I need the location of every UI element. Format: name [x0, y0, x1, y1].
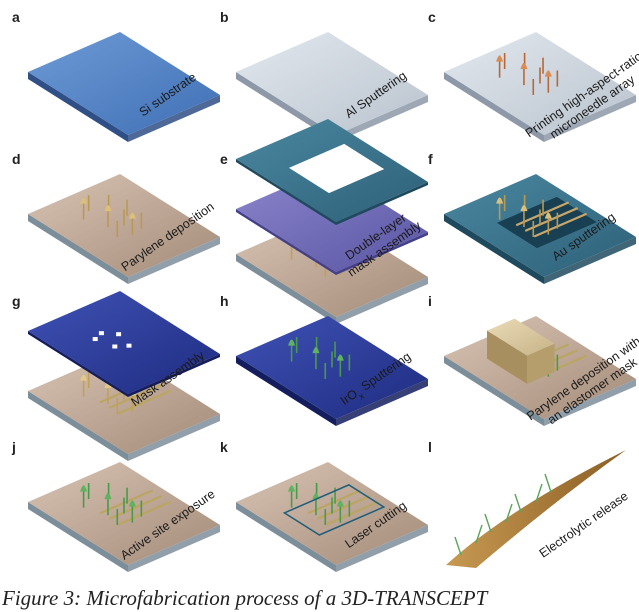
microneedle-tip [104, 493, 112, 500]
slab-side [444, 356, 544, 426]
slab-side [236, 254, 336, 324]
microneedle-tip [336, 354, 344, 361]
panel-b: bAl Sputtering [220, 9, 428, 142]
slab-front [128, 525, 220, 572]
slab-side [28, 502, 128, 572]
released-needle [505, 503, 513, 523]
released-needle [484, 513, 492, 533]
slab-front [336, 95, 428, 142]
panel-letter: k [220, 439, 228, 455]
panel-letter: d [12, 151, 21, 167]
microneedle-tip [288, 485, 296, 492]
mask-edge [336, 232, 428, 275]
electrode-trace [325, 500, 380, 526]
slab-side [28, 214, 128, 284]
panel-letter: j [11, 439, 16, 455]
microneedle-tip [288, 339, 296, 346]
slab-top [28, 32, 220, 135]
mask-window [289, 143, 385, 194]
slab-side [236, 356, 336, 426]
slab-side [236, 502, 336, 572]
slab-front [128, 237, 220, 284]
microneedle-tip [496, 197, 504, 204]
mask-hole [126, 343, 132, 348]
electrode-trace [533, 212, 588, 238]
slab-front [128, 414, 220, 461]
panel-f: fAu sputtering [428, 151, 636, 284]
slab-front [128, 95, 220, 142]
microneedle-tip [80, 197, 88, 204]
slab-front [336, 379, 428, 426]
panel-letter: h [220, 293, 229, 309]
elastomer-mask [487, 318, 555, 356]
microneedle-tip [496, 55, 504, 62]
slab-top [236, 32, 428, 135]
panel-letter: f [428, 151, 433, 167]
slab-front [336, 525, 428, 572]
microneedle-tip [544, 70, 552, 77]
panel-a: aSi substrate [12, 9, 220, 142]
elastomer-mask-side [487, 330, 527, 384]
mask-edge [236, 159, 336, 225]
microneedle-tip [336, 500, 344, 507]
mask-hole [116, 332, 122, 337]
mask-edge [128, 354, 220, 397]
slab-front [544, 379, 636, 426]
mask-hole [98, 331, 104, 336]
laser-cut-outline [282, 484, 386, 536]
released-needle [544, 473, 552, 493]
panel-letter: l [428, 439, 432, 455]
mask-edge [28, 331, 128, 397]
slab-side [444, 72, 544, 142]
panel-letter: b [220, 9, 229, 25]
elastomer-mask-side [527, 343, 555, 384]
microneedle-tip [128, 500, 136, 507]
mask-edge [236, 209, 336, 275]
panel-letter: i [428, 293, 432, 309]
mask-hole [92, 337, 98, 342]
microneedle-tip [80, 374, 88, 381]
mask-edge [336, 182, 428, 225]
mask-layer [28, 291, 220, 394]
slab-side [28, 391, 128, 461]
microneedle-tip [544, 212, 552, 219]
panel-letter: e [220, 151, 228, 167]
slab-side [28, 72, 128, 142]
microneedle-tip [520, 205, 528, 212]
electrode-trace [117, 500, 172, 526]
slab-side [444, 214, 544, 284]
electrode-trace [117, 389, 172, 415]
released-needle [514, 493, 522, 513]
released-needle [454, 536, 462, 556]
microneedle-tip [128, 212, 136, 219]
subscript: x [357, 390, 367, 401]
panel-letter: g [12, 293, 21, 309]
figure-caption: Figure 3: Microfabrication process of a … [2, 586, 488, 610]
slab-front [544, 237, 636, 284]
slab-front [336, 277, 428, 324]
microneedle-tip [312, 347, 320, 354]
panel-letter: c [428, 9, 436, 25]
released-needle [475, 524, 483, 544]
mask-hole [112, 344, 118, 349]
microneedle-tip [80, 485, 88, 492]
slab-side [236, 72, 336, 142]
released-needle [535, 483, 543, 503]
microneedle-tip [520, 63, 528, 70]
slab-front [544, 95, 636, 142]
released-device [446, 450, 626, 568]
panel-letter: a [12, 9, 20, 25]
microneedle-tip [104, 205, 112, 212]
